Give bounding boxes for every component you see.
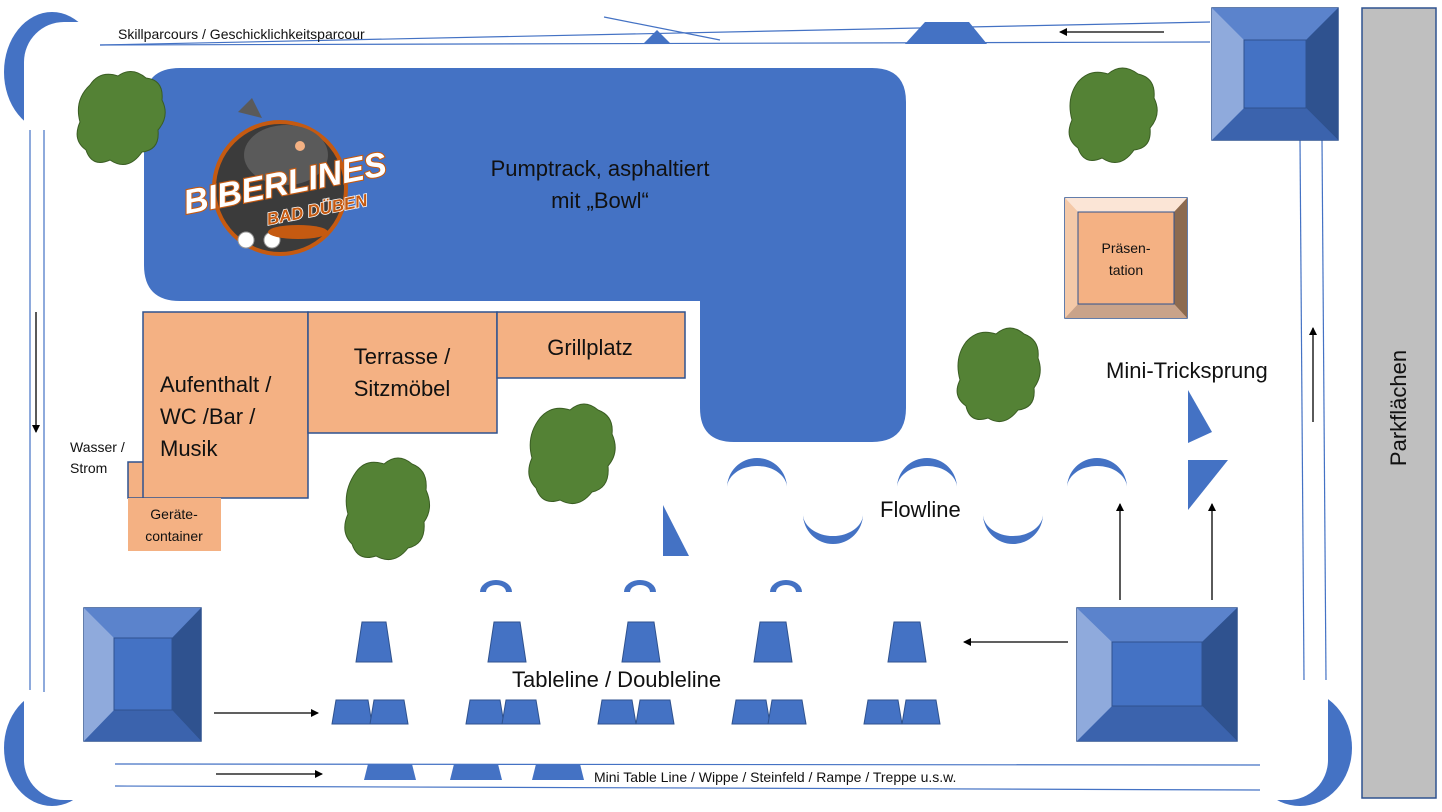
tableline-tables [355,621,927,663]
right-line-outer [1321,139,1327,681]
double-3b [635,699,675,725]
parking-label: Parkflächen [1386,350,1411,466]
geraete-label-line1: Geräte- [150,506,198,522]
double-5b [901,699,941,725]
geraete-container [128,498,221,551]
terrasse-label-line2: Sitzmöbel [354,376,451,401]
tree-right-middle [956,327,1041,423]
flowline-label: Flowline [880,497,961,522]
aufenthalt-label-line1: Aufenthalt / [160,372,272,397]
double-1b [369,699,409,725]
berm-up-3 [1067,458,1127,488]
bottom-line-outer [114,785,1261,791]
table-1 [355,621,393,663]
logo-beaver-head [244,125,328,185]
logo-beaver-ear [238,98,262,118]
aufenthalt-label-line2: WC /Bar / [160,404,256,429]
arch-1 [480,580,512,592]
logo-wheel-left [237,231,255,249]
grillplatz-area [496,311,686,379]
arch-2 [624,580,656,592]
praesentation-pavilion [1064,197,1188,319]
tree-center [528,403,616,505]
tricksprung-ramp-lower [1188,460,1228,510]
ramp-bottom-right [1076,607,1238,742]
table-2 [487,621,527,663]
mini-table-3 [532,764,584,780]
mini-table-line-label: Mini Table Line / Wippe / Steinfeld / Ra… [594,769,956,785]
pumptrack-label-line1: Pumptrack, asphaltiert [491,156,710,181]
double-2b [501,699,541,725]
terrasse-label-line1: Terrasse / [354,344,451,369]
ramp-bottom-left [83,607,202,742]
double-5a [863,699,903,725]
tree-lower-left [344,457,430,561]
buildings [127,311,686,551]
tricksprung-ramp-upper [1188,390,1212,443]
double-3a [597,699,637,725]
ramp-top-right [1211,7,1339,141]
small-arches [480,580,802,592]
mini-tricksprung-label: Mini-Tricksprung [1106,358,1268,383]
wasser-label-line2: Strom [70,460,107,476]
top-line-diagonal [603,16,721,41]
berm-up-2 [897,458,957,488]
double-4b [767,699,807,725]
praesentation-label-line1: Präsen- [1101,240,1150,256]
direction-arrows [32,28,1317,778]
terrasse-area [307,311,498,434]
mini-table-2 [450,764,502,780]
skillparcours-label: Skillparcours / Geschicklichkeitsparcour [118,26,365,42]
berm-down-1 [803,514,863,544]
mini-table-obstacles [364,764,584,780]
tree-top-right [1068,67,1158,163]
arch-3 [770,580,802,592]
tree-top-left [76,71,166,165]
doubleline-pairs [331,699,941,725]
table-4 [753,621,793,663]
tableline-label: Tableline / Doubleline [512,667,721,692]
logo-board [268,225,328,239]
mini-table-1 [364,764,416,780]
aufenthalt-label-line3: Musik [160,436,218,461]
right-line-inner [1299,139,1305,681]
bottom-line-inner [114,763,1261,766]
berm-up-1 [727,458,787,488]
double-1a [331,699,373,725]
table-5 [887,621,927,663]
perimeter-lines [29,16,1327,791]
top-small-ramp [643,30,671,44]
trees [76,67,1158,561]
praesentation-label-line2: tation [1109,262,1143,278]
double-4a [731,699,771,725]
geraete-label-line2: container [145,528,203,544]
flowline-kicker [663,505,689,556]
table-3 [621,621,661,663]
pumptrack-label-line2: mit „Bowl“ [551,188,649,213]
top-table-ramp [905,22,987,44]
wasser-label-line1: Wasser / [70,439,125,455]
logo-beaver-eye [295,141,305,151]
double-2a [465,699,505,725]
grillplatz-label: Grillplatz [547,335,633,360]
aufenthalt-building [142,311,309,499]
berm-down-2 [983,514,1043,544]
flowline-berms [727,458,1127,544]
parking-area [1361,7,1437,799]
wasser-strom-box [127,461,145,499]
